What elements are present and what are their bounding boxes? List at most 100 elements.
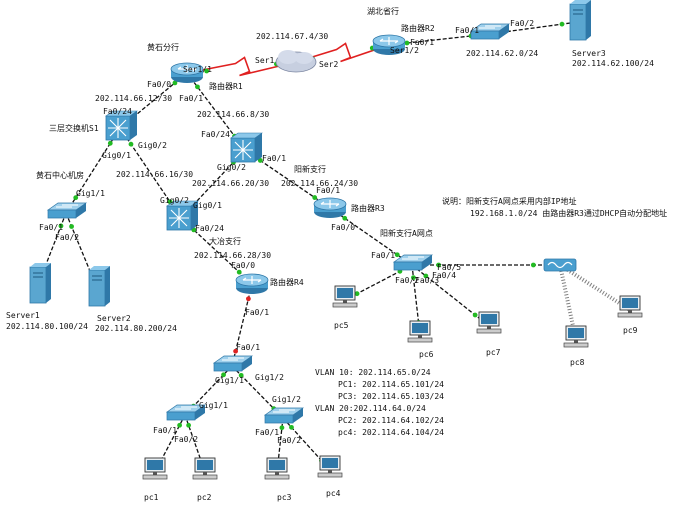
topology-label: Fa0/24 <box>201 130 230 139</box>
topology-label: Gig1/1 <box>215 376 244 385</box>
pc-pc4[interactable] <box>317 455 343 478</box>
link-mls2-r3 <box>244 149 331 209</box>
port-status-dot <box>404 40 410 46</box>
switch-sw_b[interactable] <box>263 407 305 424</box>
l3switch-mls3[interactable] <box>166 200 199 231</box>
link-mls3-r4 <box>180 217 253 285</box>
topology-label: Gig1/2 <box>255 373 284 382</box>
ethernet-cable[interactable] <box>154 414 186 473</box>
pc-pc9[interactable] <box>617 295 643 318</box>
topology-label: pc2 <box>197 493 212 502</box>
vlan-note-line: PC3: 202.114.65.103/24 <box>338 392 444 401</box>
topology-label: 湖北省行 <box>367 6 399 16</box>
topology-label: 黄石中心机房 <box>36 170 84 180</box>
port-status-dot <box>107 140 113 146</box>
link-sw_yx-pc7 <box>411 264 490 327</box>
switch-sw_dc[interactable] <box>46 202 88 219</box>
port-status-dot <box>204 68 210 74</box>
port-status-dot <box>233 348 239 354</box>
topology-label: 三层交换机S1 <box>49 123 99 133</box>
server-icon <box>569 3 587 41</box>
port-status-dot <box>411 275 416 280</box>
wireless-ap[interactable] <box>543 258 577 272</box>
ethernet-cable[interactable] <box>388 33 490 46</box>
topology-label: Fa0/1 <box>371 251 395 260</box>
topology-label: Fa0/1 <box>316 186 340 195</box>
pc-pc5[interactable] <box>332 285 358 308</box>
server-server3[interactable] <box>569 0 591 41</box>
topology-label: 202.114.66.28/30 <box>194 251 271 260</box>
port-status-dot <box>436 262 442 268</box>
server-server2[interactable] <box>88 266 110 307</box>
port-status-dot <box>128 141 134 147</box>
pc-pc6[interactable] <box>407 320 433 343</box>
pc-pc1[interactable] <box>142 457 168 480</box>
topology-label: Fa0/1 <box>153 426 177 435</box>
topology-label: Fa0/0 <box>147 80 171 89</box>
switch-sw_yx[interactable] <box>392 254 434 271</box>
port-status-dot <box>172 80 178 86</box>
serial-cable[interactable] <box>295 42 390 63</box>
topology-label: 黄石分行 <box>147 42 179 52</box>
topology-label: 路由器R1 <box>209 81 243 91</box>
topology-label: Fa0/2 <box>277 436 301 445</box>
port-status-dot <box>394 252 400 258</box>
topology-label: 路由器R2 <box>401 23 435 33</box>
topology-label: Fa0/2 <box>510 19 534 28</box>
router-r2[interactable] <box>372 34 406 55</box>
port-status-dot <box>423 273 429 279</box>
topology-label: pc8 <box>570 358 585 367</box>
serial-cable[interactable] <box>186 56 297 77</box>
dhcp-note-line: 192.168.1.0/24 由路由器R3通过DHCP自动分配地址 <box>470 208 667 218</box>
cloud-cloud[interactable] <box>275 50 317 73</box>
ethernet-cable[interactable] <box>231 283 253 367</box>
ethernet-cable[interactable] <box>65 127 121 214</box>
port-status-dot <box>530 262 536 268</box>
ethernet-cable[interactable] <box>329 207 413 266</box>
port-status-dot <box>257 158 263 163</box>
topology-label: 路由器R4 <box>270 277 304 287</box>
link-r3-sw_yx <box>329 207 413 266</box>
port-status-dot <box>354 291 360 297</box>
topology-label: Fa0/2 <box>395 276 419 285</box>
server-server1[interactable] <box>29 263 51 304</box>
topology-label: Fa0/24 <box>103 107 132 116</box>
port-status-dot <box>186 422 192 428</box>
vlan-note-line: pc4: 202.114.64.104/24 <box>338 428 444 437</box>
l3switch-mls1[interactable] <box>105 110 138 141</box>
topology-label: pc1 <box>144 493 159 502</box>
topology-label: Ser2 <box>319 60 338 69</box>
router-r4[interactable] <box>235 273 269 294</box>
pc-pc7[interactable] <box>476 311 502 334</box>
topology-label: Fa0/24 <box>195 224 224 233</box>
pc-pc2[interactable] <box>192 457 218 480</box>
topology-label: 202.114.66.20/30 <box>192 179 269 188</box>
switch-sw_r2[interactable] <box>469 23 511 40</box>
pc-pc3[interactable] <box>264 457 290 480</box>
pc-pc8[interactable] <box>563 325 589 348</box>
topology-label: Fa0/4 <box>432 271 456 280</box>
topology-label: Gig0/1 <box>193 201 222 210</box>
vlan-note-line: VLAN 10: 202.114.65.0/24 <box>315 368 431 377</box>
router-r3[interactable] <box>313 197 347 218</box>
switch-sw_a[interactable] <box>165 404 207 421</box>
topology-label: Fa0/1 <box>39 223 63 232</box>
server-icon <box>29 266 47 304</box>
topology-label: pc4 <box>326 489 341 498</box>
topology-label: Server3 <box>572 49 606 58</box>
topology-label: 202.114.66.16/30 <box>116 170 193 179</box>
switch-sw_dy[interactable] <box>212 355 254 372</box>
l3switch-mls2[interactable] <box>230 132 263 163</box>
link-mls1-sw_dc <box>65 127 121 214</box>
topology-label: 202.114.62.100/24 <box>572 59 654 68</box>
topology-label: Server1 <box>6 311 40 320</box>
topology-label: Fa0/5 <box>437 263 461 272</box>
link-ap-pc9 <box>558 263 632 312</box>
router-r1[interactable] <box>170 62 204 83</box>
topology-label: 202.114.66.8/30 <box>197 110 269 119</box>
port-status-dot <box>312 195 318 200</box>
topology-label: 202.114.66.24/30 <box>281 179 358 188</box>
port-status-dot <box>246 296 251 302</box>
topology-label: Fa0/1 <box>262 154 286 163</box>
